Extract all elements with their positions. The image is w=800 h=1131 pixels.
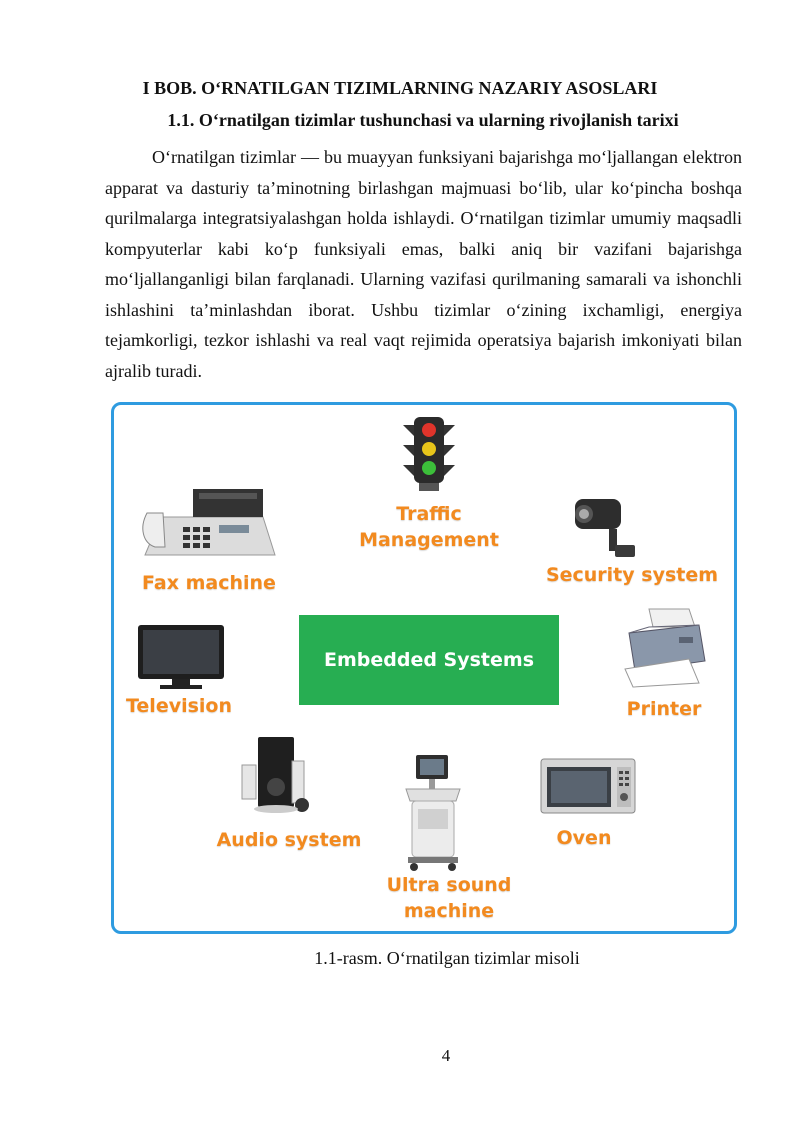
section-title: 1.1. O‘rnatilgan tizimlar tushunchasi va… [167, 110, 679, 130]
label-television: Television [125, 695, 233, 717]
label-printer: Printer [626, 698, 702, 720]
embedded-systems-box: Embedded Systems [299, 615, 559, 705]
label-oven: Oven [556, 827, 612, 849]
traffic-light-icon [403, 417, 455, 491]
label-audio-system: Audio system [216, 829, 362, 851]
security-camera-icon [575, 499, 635, 557]
label-traffic-line2: Management [359, 529, 499, 551]
fax-machine-icon [142, 489, 276, 556]
television-icon [138, 625, 224, 689]
printer-icon [624, 608, 706, 688]
label-traffic-line1: Traffic [396, 503, 462, 525]
page-number: 4 [441, 1046, 451, 1065]
body-paragraph: O‘rnatilgan tizimlar — bu muayyan funksi… [105, 147, 742, 381]
label-fax-machine: Fax machine [142, 572, 276, 594]
oven-icon [540, 758, 636, 814]
label-security-system: Security system [545, 564, 719, 586]
ultrasound-machine-icon [405, 755, 461, 871]
label-ultrasound-machine: Ultra sound machine [354, 872, 544, 924]
embedded-systems-figure: Traffic Management Fax machine Security … [111, 402, 737, 934]
label-traffic-management: Traffic Management [334, 501, 524, 553]
label-ultrasound-line2: machine [403, 900, 495, 922]
label-ultrasound-line1: Ultra sound [386, 874, 512, 896]
figure-caption: 1.1-rasm. O‘rnatilgan tizimlar misoli [314, 948, 580, 968]
audio-system-icon [241, 737, 309, 813]
chapter-title: I BOB. O‘RNATILGAN TIZIMLARNING NAZARIY … [142, 78, 658, 98]
